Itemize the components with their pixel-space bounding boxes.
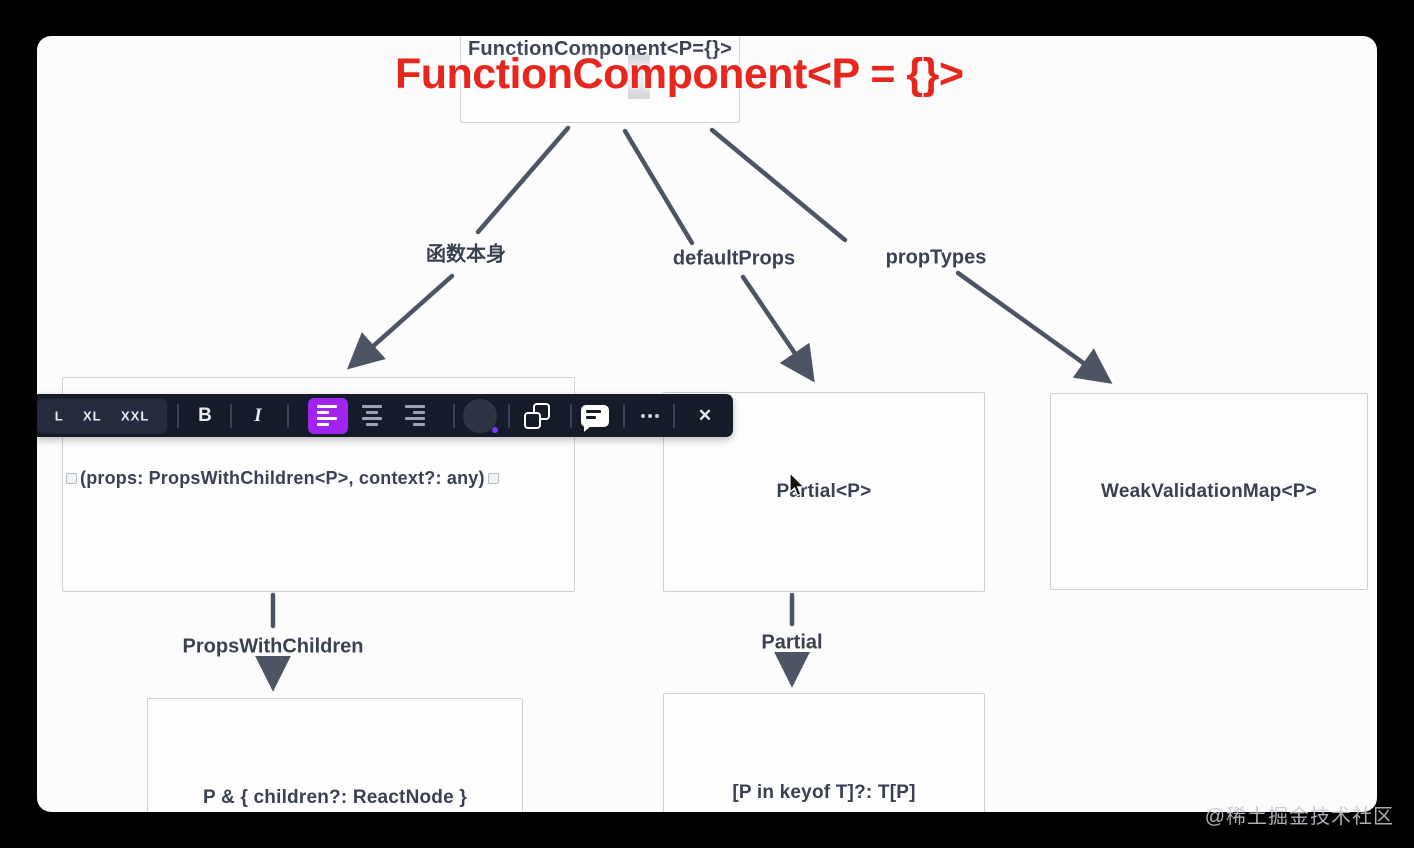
align-left-icon [317,405,337,408]
align-center-icon [362,405,382,408]
text-format-toolbar: L XL XXL B I [37,394,733,437]
toolbar-separator [230,403,232,428]
comment-button[interactable] [581,404,609,432]
node-label: P & { children?: ReactNode } [203,787,467,808]
annotation-text: FunctionComponent<P = {}> [395,50,964,98]
toolbar-separator [673,403,675,428]
edge-label-props-with-children[interactable]: PropsWithChildren [182,635,364,658]
duplicate-icon [533,402,550,420]
text-caret [628,54,650,99]
color-swatch-button[interactable] [463,398,498,433]
toolbar-separator [453,403,455,428]
node-label: (props: PropsWithChildren<P>, context?: … [80,468,485,488]
align-left-button[interactable] [308,397,348,434]
more-button[interactable] [635,413,665,418]
duplicate-button[interactable] [524,402,550,429]
node-props-with-children-result[interactable]: P & { children?: ReactNode } [147,698,523,812]
bold-button[interactable]: B [198,404,212,426]
node-weak-validation-map[interactable]: WeakValidationMap<P> [1050,393,1368,590]
align-right-button[interactable] [396,398,434,434]
edge-label-default-props[interactable]: defaultProps [672,247,796,270]
watermark: @稀土掘金技术社区 [1204,806,1394,828]
italic-button[interactable]: I [254,404,262,426]
node-label: WeakValidationMap<P> [1101,480,1317,502]
node-label: FunctionComponent<P={}> [467,38,733,60]
font-size-group: L XL XXL [37,398,167,433]
diagram-canvas[interactable]: FunctionComponent<P={}> 函数本身 defaultProp… [37,36,1377,812]
edge-label-partial[interactable]: Partial [761,631,823,654]
font-size-xxl-button[interactable]: XXL [121,408,150,423]
toolbar-separator [570,403,572,428]
toolbar-separator [177,403,179,428]
align-right-icon [405,405,425,408]
align-center-button[interactable] [353,398,391,434]
comment-icon [586,409,601,413]
edge-label-function-itself[interactable]: 函数本身 [426,243,506,266]
close-button[interactable]: ✕ [697,405,713,425]
mouse-cursor-icon [789,472,806,497]
more-icon [641,413,645,418]
toolbar-separator [508,403,510,428]
diagram-edges [255,125,1113,692]
toolbar-separator [287,403,289,428]
node-label: [P in keyof T]?: T[P] [732,782,916,803]
node-function-component[interactable]: FunctionComponent<P={}> [460,36,740,123]
text-selection-handle-left[interactable] [66,473,77,484]
node-partial-result[interactable]: [P in keyof T]?: T[P] [663,693,985,812]
edge-label-prop-types[interactable]: propTypes [885,246,987,269]
font-size-xl-button[interactable]: XL [83,408,102,423]
text-selection-handle-right[interactable] [487,473,499,484]
toolbar-separator [623,403,625,428]
font-size-l-button[interactable]: L [54,408,64,423]
